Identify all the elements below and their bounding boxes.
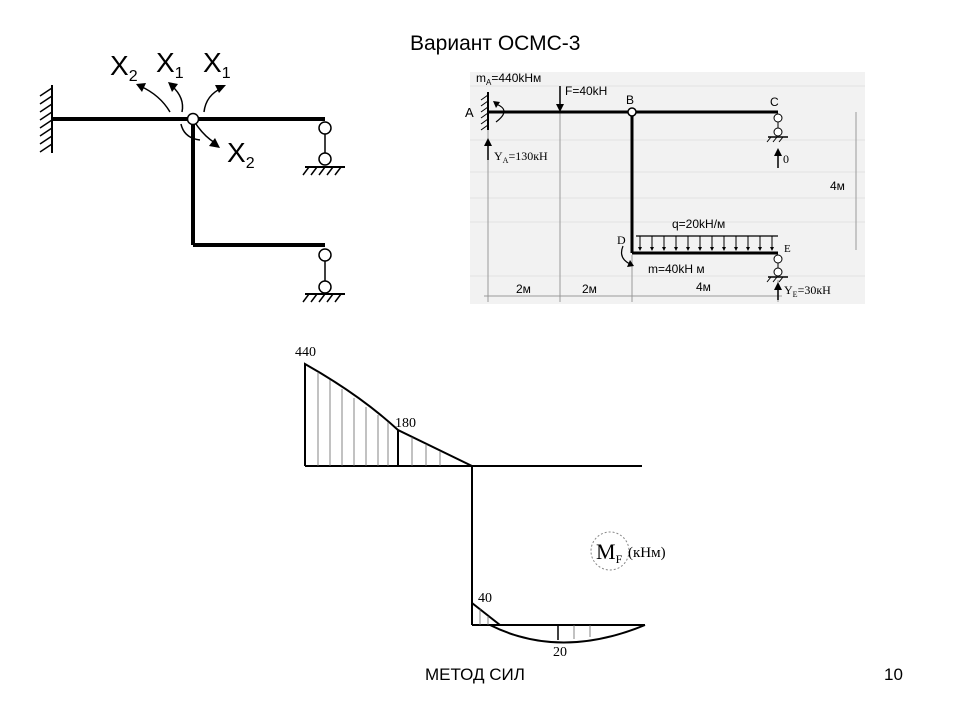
moment-hatch-top [317, 372, 441, 466]
node-a-label: A [465, 105, 474, 120]
node-e-label: E [784, 243, 791, 255]
hinge-b [627, 107, 637, 117]
arrow-heads [136, 82, 226, 148]
node-c-label: C [770, 95, 779, 109]
diagram-label: MF [596, 539, 623, 566]
slide-title: Вариант ОСМС-3 [410, 32, 581, 55]
dim-label-1: 2м [516, 282, 531, 296]
dist-load-label: q=20kH/м [672, 217, 725, 231]
unknown-arrows [139, 85, 223, 144]
diagram-units: (кНм) [628, 545, 666, 561]
moment-a-head [493, 101, 500, 108]
force-f-head [556, 104, 564, 112]
moment-value-a: 440 [295, 345, 316, 360]
scan-streaks [470, 85, 865, 277]
force-f-label: F=40kH [565, 84, 607, 98]
moment-a-label: mA=440kHм [476, 71, 541, 87]
node-b-label: B [626, 93, 634, 107]
moment-outline-top [304, 362, 473, 467]
x1-label-right: X1 [203, 47, 231, 82]
slide-footer: МЕТОД СИЛ [425, 665, 525, 684]
dist-load-heads [638, 247, 774, 251]
diagram-label-circle [590, 531, 630, 571]
given-frame: A B C D E mA=440kHм F=40kH YA=130кН 0 4м… [465, 71, 865, 304]
x2-label-top: X2 [110, 50, 138, 85]
basic-system: X2 X1 X1 X2 [39, 47, 345, 303]
node-d-label: D [617, 233, 626, 247]
moment-a-arrow [495, 103, 505, 123]
moment-d-arrow [620, 245, 631, 265]
moment-diagram: 440 180 40 20 MF (кНм) [295, 345, 666, 660]
support-e [766, 254, 788, 283]
moment-outline-d [471, 602, 501, 626]
dim-label-3: 4м [696, 280, 711, 294]
support-a-hatch [480, 94, 489, 131]
moment-parabola [489, 624, 646, 644]
moment-value-f: 180 [395, 416, 416, 431]
reaction-c-label: 0 [783, 152, 789, 166]
reaction-ya-head [484, 138, 492, 146]
moment-value-d: 40 [478, 591, 492, 606]
page-number: 10 [884, 665, 903, 684]
moment-d-head [627, 260, 634, 267]
moment-arrow-left [180, 123, 201, 141]
hinge-circle [186, 112, 200, 126]
moment-hatch-bottom [479, 609, 591, 639]
dim-label-2: 2м [582, 282, 597, 296]
support-c [766, 113, 788, 143]
x2-label-bottom: X2 [227, 137, 255, 172]
reaction-ye-head [774, 282, 782, 290]
roller-support-bottom [302, 248, 345, 303]
reaction-ye-label: YE=30кН [784, 283, 831, 299]
x2-arrow-top [139, 85, 171, 113]
reaction-ya-label: YA=130кН [494, 149, 548, 165]
moment-value-mid: 20 [553, 645, 567, 660]
x1-arrow-left [171, 85, 184, 113]
moment-d-label: m=40kH м [648, 262, 705, 276]
x1-label-left: X1 [156, 47, 184, 82]
roller-support-top [302, 121, 345, 176]
height-label: 4м [830, 179, 845, 193]
reaction-c-head [774, 148, 782, 156]
wall-hatch [39, 87, 53, 153]
